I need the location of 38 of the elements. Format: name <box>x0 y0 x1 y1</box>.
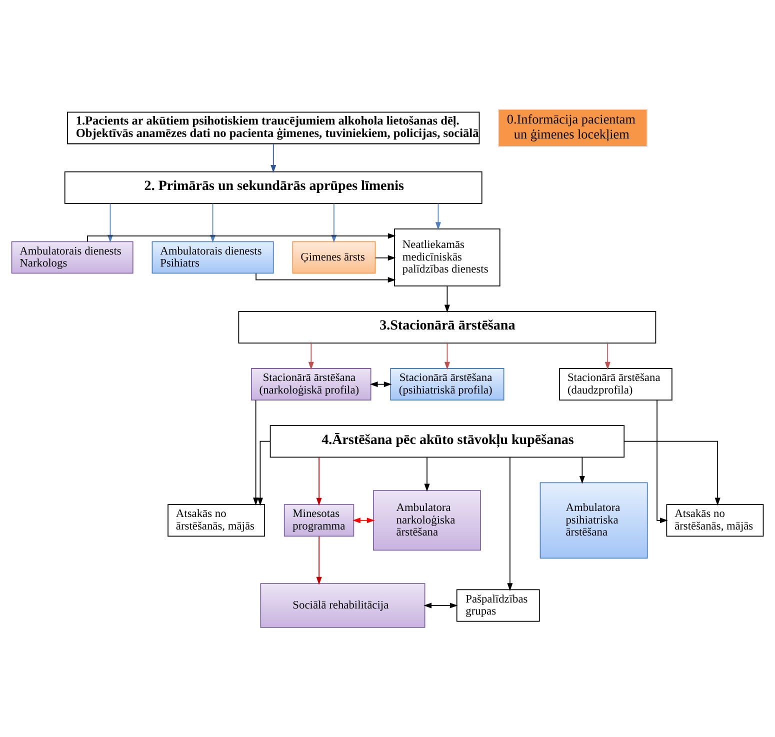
arrow <box>444 286 450 313</box>
node-box: 2. Primārās un sekundārās aprūpes līmenis <box>64 171 482 204</box>
node-box: Ambulatorais dienests Narkologs <box>11 241 134 274</box>
node-box: Minesotas programma <box>284 504 354 537</box>
node-box: 1.Pacients ar akūtiem psihotiskiem traucējumiem alkohola lietošanas dēļ. Objektīvās anamēzes dati no pacienta ģimenes, tuviniekiem, policijas, sociālā <box>67 112 480 144</box>
node-box: Ģimenes ārsts <box>292 241 376 274</box>
node-box: Sociālā rehabilitācija <box>260 583 426 628</box>
arrow <box>604 342 610 370</box>
arrow <box>444 342 450 370</box>
node-box: 4.Ārstēšana pēc akūto stāvokļu kupēšanas <box>270 425 625 458</box>
arrow <box>270 144 276 173</box>
arrow <box>257 440 271 506</box>
node-box: Neatliekamās medicīniskās palīdzības dienests <box>394 228 500 286</box>
node-box: Stacionārā ārstēšana (daudzprofila) <box>559 368 672 401</box>
arrow <box>316 536 322 585</box>
arrow <box>507 456 513 591</box>
arrow <box>435 203 441 230</box>
node-box: Stacionārā ārstēšana (psihiatriskā profila) <box>390 368 504 401</box>
arrow <box>352 518 375 524</box>
arrow <box>316 456 322 506</box>
arrow <box>424 456 430 492</box>
node-box: Ambulatorais dienests Psihiatrs <box>152 241 274 274</box>
arrow <box>256 273 396 283</box>
arrow <box>375 255 396 261</box>
node-box: Atsakās no ārstēšanās, mājās <box>168 504 266 537</box>
node-box: Atsakās no ārstēšanās, mājās <box>666 504 764 537</box>
arrow <box>253 400 259 506</box>
arrow <box>656 400 668 524</box>
node-box: Ambulatora psihiatriska ārstēšana <box>540 482 648 559</box>
node-box: Stacionārā ārstēšana (narkoloģiskā profila) <box>250 368 372 401</box>
arrow <box>579 456 585 484</box>
arrow <box>424 602 458 608</box>
arrow <box>624 440 720 506</box>
node-box: Ambulatora narkoloģiska ārstēšana <box>373 490 481 551</box>
node-box: Pašpalīdzības grupas <box>456 589 540 622</box>
node-box: 3.Stacionārā ārstēšana <box>238 311 656 344</box>
arrow <box>308 342 314 370</box>
node-box: 0.Informācija pacientam un ģimenes locekļiem <box>498 109 648 147</box>
